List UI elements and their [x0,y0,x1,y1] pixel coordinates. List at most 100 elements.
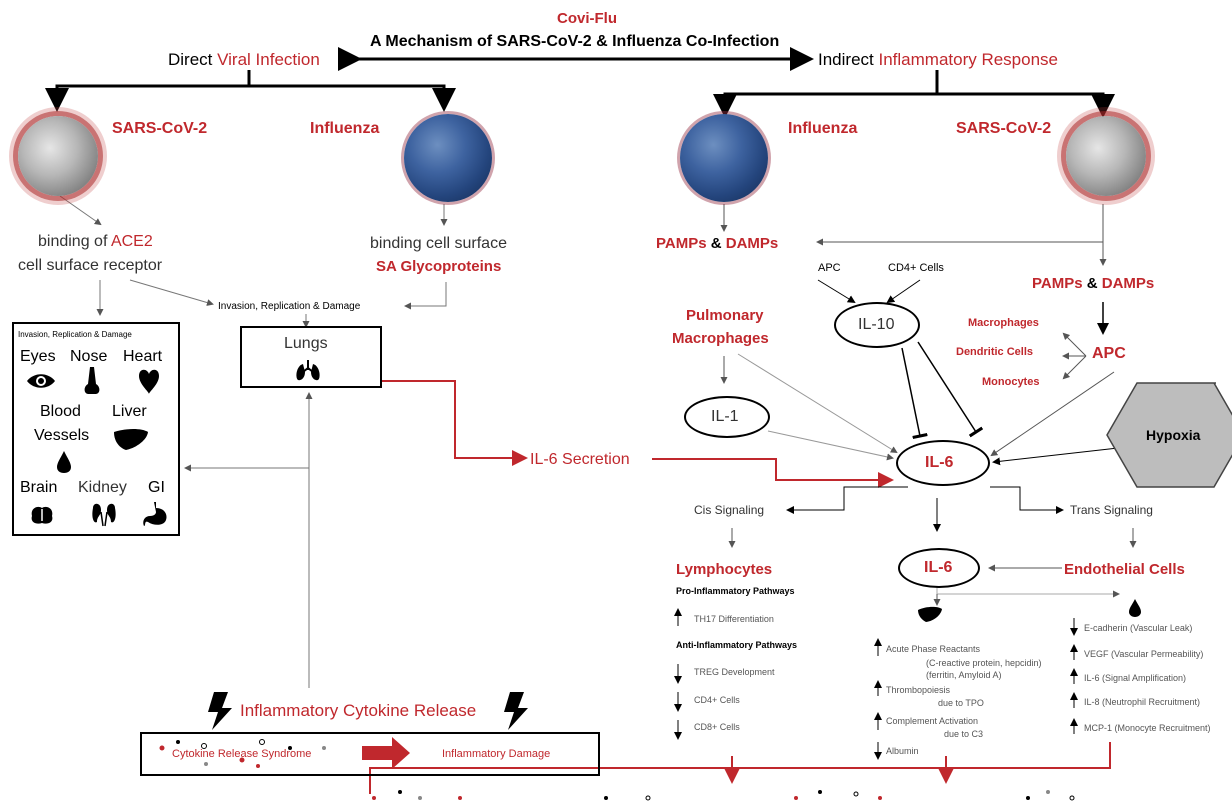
complement-line1: Complement Activation [886,716,979,726]
apr-line1: Acute Phase Reactants [886,644,981,654]
organs-box: Invasion, Replication & Damage Eyes Nose… [12,322,180,536]
indirect-influenza-virus-icon [680,114,768,202]
page-title: Covi-Flu [557,10,617,27]
pamps-damps-left: PAMPs & DAMPs [656,236,778,251]
macrophages-label: Macrophages [968,317,1039,329]
damps-left: DAMPs [725,235,779,252]
lungs-label: Lungs [284,335,328,352]
ace2-line2: cell surface receptor [18,257,163,274]
brain-icon [31,506,53,524]
hypoxia-label: Hypoxia [1146,427,1201,443]
lymphocytes-label: Lymphocytes [676,561,773,578]
ace2-accent: ACE2 [110,233,153,250]
pulmonary-label-1: Pulmonary [686,307,764,324]
ace2-prefix: binding of [38,233,111,250]
liver-icon [114,429,148,450]
pamps-right: PAMPs [1032,275,1083,292]
organ-gi: GI [148,479,165,496]
nose-icon [84,367,100,394]
right-branch-accent: Inflammatory Response [878,50,1059,69]
kidney-icon [92,503,116,527]
monocytes-label: Monocytes [982,376,1040,388]
trans-signaling-label: Trans Signaling [1070,503,1153,517]
albumin-label: Albumin [886,746,919,756]
left-branch-accent: Viral Infection [217,50,320,69]
apc-label: APC [1092,345,1126,362]
page-subtitle: A Mechanism of SARS-CoV-2 & Influenza Co… [370,33,780,50]
cytokine-release-title: Inflammatory Cytokine Release [240,701,477,720]
indirect-sars-virus-icon [1066,116,1146,196]
organ-eyes: Eyes [20,348,56,365]
organs-title: Invasion, Replication & Damage [18,330,132,339]
pamps-left-amp: & [706,235,726,252]
blood-drop-icon [57,451,71,473]
lungs-icon [296,360,320,381]
indirect-flu-label: Influenza [788,120,858,137]
indirect-sars-label: SARS-CoV-2 [956,120,1052,137]
organ-heart: Heart [123,348,163,365]
sa-line1: binding cell surface [370,235,507,252]
organ-brain: Brain [20,479,58,496]
lungs-box: Lungs [240,326,382,388]
complement-line2: due to C3 [944,729,984,739]
stomach-icon [143,502,167,526]
damage-label: Inflammatory Damage [442,748,551,760]
blood-drop-small-icon [1129,599,1141,617]
cd4-small-label: CD4+ Cells [888,262,944,274]
cis-signaling-label: Cis Signaling [694,503,765,517]
il6-amp-label: IL-6 (Signal Amplification) [1084,673,1187,683]
il6-center-node: IL-6 [896,440,990,486]
apr-line3: (ferritin, Amyloid A) [926,670,1002,680]
right-branch-title: Indirect Inflammatory Response [818,51,1058,68]
pamps-left: PAMPs [656,235,707,252]
organ-nose: Nose [70,348,108,365]
il10-label: IL-10 [858,316,895,333]
cd8-label: CD8+ Cells [694,722,740,732]
dendritic-label: Dendritic Cells [956,346,1034,358]
il10-node: IL-10 [834,302,920,348]
organ-kidney: Kidney [78,479,127,496]
right-branch-prefix: Indirect [818,50,879,69]
sa-line2: SA Glycoproteins [376,258,502,275]
direct-flu-label: Influenza [310,120,380,137]
left-branch-title: Direct Viral Infection [168,51,320,68]
th17-label: TH17 Differentiation [694,614,774,624]
cytokine-dots [159,739,1075,801]
thrombo-line1: Thrombopoiesis [886,685,951,695]
crs-label: Cytokine Release Syndrome [172,748,312,760]
il6-lower-label: IL-6 [924,559,953,576]
il1-node: IL-1 [684,396,770,438]
organ-liver: Liver [112,403,147,420]
eye-icon [27,374,55,388]
organ-vessels: Vessels [34,427,90,444]
vegf-label: VEGF (Vascular Permeability) [1084,649,1204,659]
endothelial-label: Endothelial Cells [1064,561,1185,578]
organ-blood: Blood [40,403,81,420]
anti-inflammatory-title: Anti-Inflammatory Pathways [676,640,798,650]
apc-small-label: APC [818,262,841,274]
il6-center-label: IL-6 [925,454,954,471]
pamps-right-amp: & [1082,275,1102,292]
influenza-virus-icon [404,114,492,202]
mcp1-label: MCP-1 (Monocyte Recruitment) [1084,723,1211,733]
left-branch-prefix: Direct [168,50,218,69]
ace2-line1: binding of ACE2 [38,234,153,250]
il1-label: IL-1 [711,408,739,425]
ecad-label: E-cadherin (Vascular Leak) [1084,623,1193,633]
liver-small-icon [918,606,942,622]
il6-secretion-label: IL-6 Secretion [530,451,630,468]
thrombo-line2: due to TPO [938,698,984,708]
il8-label: IL-8 (Neutrophil Recruitment) [1084,697,1201,707]
il6-lower-node: IL-6 [898,548,980,588]
pro-inflammatory-title: Pro-Inflammatory Pathways [676,586,795,596]
pulmonary-label-2: Macrophages [672,330,769,347]
heart-icon [139,369,159,394]
cd4-label: CD4+ Cells [694,695,740,705]
invasion-label: Invasion, Replication & Damage [218,301,361,312]
cytokine-outcome-box: Cytokine Release Syndrome Inflammatory D… [140,732,600,776]
damps-right: DAMPs [1101,275,1155,292]
direct-sars-label: SARS-CoV-2 [112,120,208,137]
sars-virus-icon [18,116,98,196]
